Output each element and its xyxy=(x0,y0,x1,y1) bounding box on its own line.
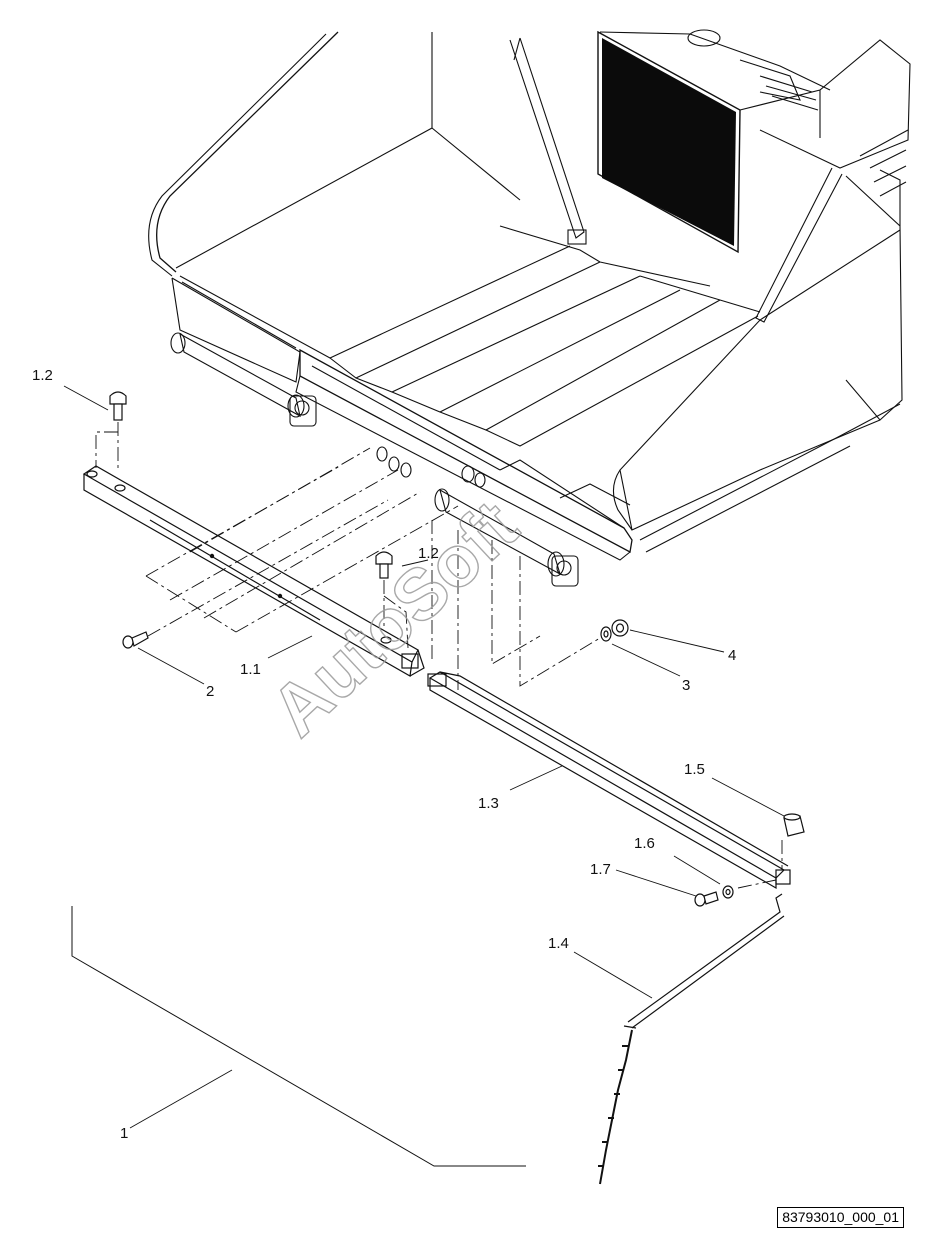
part-1-4-arm xyxy=(623,893,785,1029)
callout-1-1: 1.1 xyxy=(240,661,261,678)
assembly-lines xyxy=(95,422,783,889)
leader-lines xyxy=(63,385,785,1129)
part-4-nut xyxy=(611,619,629,637)
callout-4: 4 xyxy=(728,647,736,664)
callout-1-3: 1.3 xyxy=(478,795,499,812)
callout-1-7: 1.7 xyxy=(590,861,611,878)
callout-1-6: 1.6 xyxy=(634,835,655,852)
part-1-6-washer xyxy=(722,885,734,899)
part-1-3-tube xyxy=(427,671,791,890)
part-1-2-bolt-b xyxy=(375,551,393,579)
group-bracket xyxy=(71,906,526,1167)
part-1-1-beam xyxy=(82,465,425,677)
part-3-washer xyxy=(600,626,612,642)
part-1-4-chain xyxy=(598,1029,633,1185)
part-2-bolt xyxy=(122,631,149,649)
part-1-5-bushing xyxy=(783,813,805,837)
part-1-2-bolt-a xyxy=(109,391,127,421)
callout-2: 2 xyxy=(206,683,214,700)
machine-body xyxy=(148,29,911,587)
callout-1-2-mid: 1.2 xyxy=(418,545,439,562)
part-1-7-bolt xyxy=(694,891,719,907)
callout-1-4: 1.4 xyxy=(548,935,569,952)
callout-1: 1 xyxy=(120,1125,128,1142)
callout-3: 3 xyxy=(682,677,690,694)
part-number-label: 83793010_000_01 xyxy=(777,1207,904,1228)
callout-labels: 1.2 1.2 2 1.1 3 4 1.3 1.5 1.6 1.7 1.4 1 xyxy=(32,367,736,1142)
callout-1-5: 1.5 xyxy=(684,761,705,778)
callout-1-2-top: 1.2 xyxy=(32,367,53,384)
